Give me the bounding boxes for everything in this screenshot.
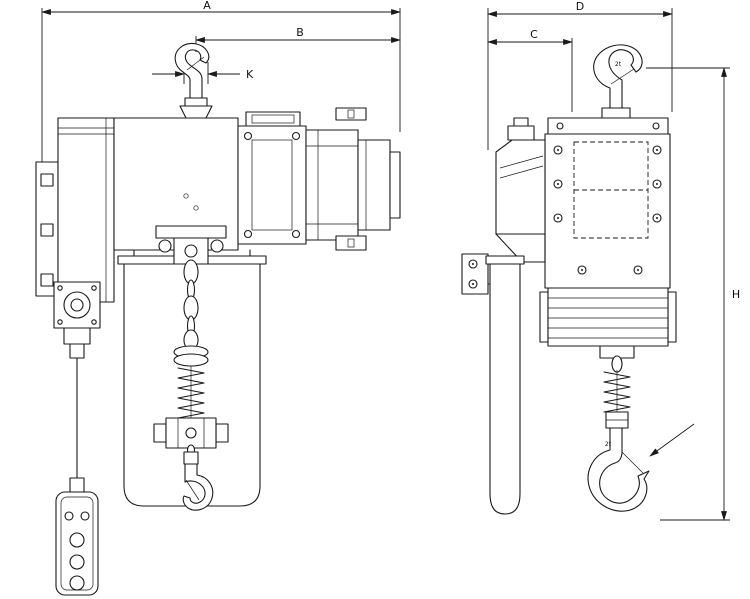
motor-knob (513, 117, 529, 127)
coil-spring (177, 367, 205, 419)
cable-bracket (63, 327, 91, 345)
motor-end-cap (357, 139, 391, 231)
side-view: D C H 2t (461, 0, 740, 521)
coil-spring (603, 371, 631, 413)
chain-link (611, 355, 623, 373)
motor-rear-cap (389, 151, 401, 219)
gear-flange (237, 111, 307, 245)
safety-latch-line (621, 451, 644, 474)
dimension-h: H (646, 67, 740, 521)
safety-latch-line (610, 68, 635, 85)
support-bracket (461, 253, 497, 295)
front-view: A B K (35, 0, 401, 596)
bottom-hook-assembly-side: 2t (587, 355, 695, 512)
buffer-spring-front (173, 345, 209, 419)
terminal-box (245, 111, 301, 127)
load-hook-side (587, 427, 650, 512)
motor-front (305, 107, 401, 251)
hook-nut (184, 97, 208, 107)
dimension-a-label: A (203, 0, 211, 12)
dimension-h-label: H (732, 288, 740, 301)
dimension-c: C (487, 28, 573, 112)
dimension-b: B (195, 26, 401, 52)
brake-fins (539, 287, 677, 347)
motor-side (495, 117, 546, 263)
dimension-c-label: C (530, 28, 538, 41)
dimension-d: D (487, 0, 673, 150)
housing-bolts (553, 145, 662, 275)
pendant-button (64, 511, 74, 521)
terminal-panel (35, 161, 59, 297)
dimension-b-label: B (296, 26, 304, 39)
suspension-hook-side: 2t (593, 44, 643, 123)
left-housing (57, 117, 115, 303)
pendant-control (55, 477, 99, 596)
hoist-body-side (539, 117, 677, 359)
hook-capacity-stamp: 2t (605, 441, 612, 448)
control-box (53, 281, 101, 479)
bottom-bracket (335, 235, 367, 251)
cable-gland (69, 343, 85, 359)
pendant-button (69, 554, 85, 570)
chain-stopper (153, 417, 229, 449)
pendant-button (80, 511, 90, 521)
top-plate (547, 117, 669, 135)
load-chain-front (183, 259, 199, 351)
hook-swivel (183, 451, 199, 465)
dimension-a: A (41, 0, 401, 162)
safety-latch-line (185, 479, 200, 501)
chain-guide-plate-side (485, 255, 525, 515)
load-hook-front (182, 444, 214, 511)
pendant-button (69, 532, 85, 548)
safety-latch-line (186, 56, 205, 71)
pendant-gland (69, 477, 85, 493)
dimension-k-label: K (246, 68, 254, 81)
suspension-hook-front (174, 42, 213, 119)
dimension-k: K (152, 62, 254, 84)
pendant-button (69, 575, 85, 591)
hook-callout-arrow (649, 423, 695, 457)
dimension-d-label: D (576, 0, 584, 13)
gear-housing (544, 133, 671, 289)
top-bracket (335, 107, 367, 121)
suspension-lug (179, 105, 213, 119)
motor-cap (507, 125, 535, 141)
hook-capacity-stamp: 2t (615, 61, 622, 68)
